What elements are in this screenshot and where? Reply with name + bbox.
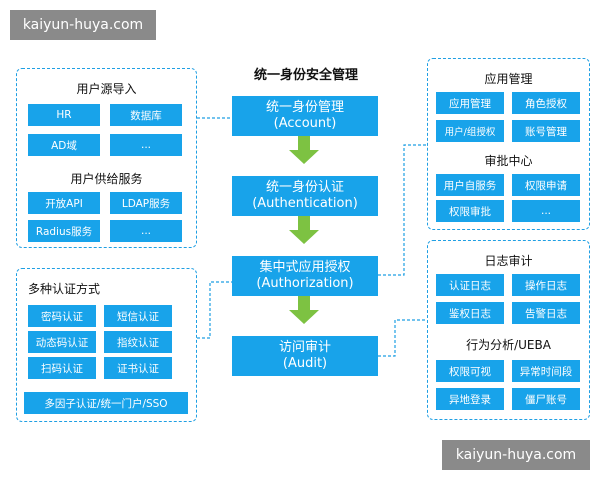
watermark-bottom: kaiyun-huya.com	[442, 440, 590, 470]
step-account-zh: 统一身份管理	[265, 100, 344, 115]
log-audit-item-4: 告警日志	[512, 302, 580, 324]
app-management-item-4: 账号管理	[512, 120, 580, 142]
user-source-item-4: ...	[110, 134, 182, 156]
step-authorization-zh: 集中式应用授权	[259, 260, 351, 275]
log-audit-item-1: 认证日志	[436, 274, 504, 296]
user-source-item-2: 数据库	[110, 104, 182, 126]
app-management-item-2: 角色授权	[512, 92, 580, 114]
approval-center-item-3: 权限审批	[436, 200, 504, 222]
arrow-down-3	[289, 296, 319, 324]
user-source-item-3: AD域	[28, 134, 100, 156]
step-authentication-zh: 统一身份认证	[265, 180, 344, 195]
ueba-item-1: 权限可视	[436, 360, 504, 382]
log-audit-title: 日志审计	[484, 254, 533, 268]
approval-center-item-1: 用户自服务	[436, 174, 504, 196]
app-management-item-3: 用户/组授权	[436, 120, 504, 142]
log-audit-item-3: 鉴权日志	[436, 302, 504, 324]
step-audit-en: (Audit)	[282, 356, 328, 371]
step-account: 统一身份管理 (Account)	[232, 96, 378, 136]
arrow-down-1	[289, 136, 319, 164]
user-supply-item-1: 开放API	[28, 192, 100, 214]
step-authentication: 统一身份认证 (Authentication)	[232, 176, 378, 216]
approval-center-item-2: 权限申请	[512, 174, 580, 196]
watermark-top: kaiyun-huya.com	[10, 10, 156, 40]
step-audit: 访问审计 (Audit)	[232, 336, 378, 376]
app-management-title: 应用管理	[484, 72, 533, 86]
step-authentication-en: (Authentication)	[252, 196, 358, 211]
auth-method-3: 动态码认证	[28, 331, 96, 353]
step-audit-zh: 访问审计	[278, 340, 331, 355]
panel-user-source	[16, 68, 197, 248]
connector-authorization-right	[378, 144, 427, 276]
user-supply-title: 用户供给服务	[70, 172, 143, 186]
auth-method-2: 短信认证	[104, 305, 172, 327]
ueba-title: 行为分析/UEBA	[466, 338, 551, 352]
step-authorization: 集中式应用授权 (Authorization)	[232, 256, 378, 296]
main-title: 统一身份安全管理	[253, 68, 358, 83]
step-account-en: (Account)	[273, 116, 337, 131]
arrow-down-2	[289, 216, 319, 244]
auth-method-wide: 多因子认证/统一门户/SSO	[24, 392, 188, 414]
user-supply-item-3: Radius服务	[28, 220, 100, 242]
user-source-title: 用户源导入	[76, 82, 137, 96]
auth-method-4: 指纹认证	[104, 331, 172, 353]
connector-authentication-left	[197, 281, 232, 339]
user-supply-item-2: LDAP服务	[110, 192, 182, 214]
approval-center-item-4: ...	[512, 200, 580, 222]
user-supply-item-4: ...	[110, 220, 182, 242]
ueba-item-3: 异地登录	[436, 388, 504, 410]
ueba-item-4: 僵尸账号	[512, 388, 580, 410]
approval-center-title: 审批中心	[484, 154, 533, 168]
auth-method-6: 证书认证	[104, 357, 172, 379]
log-audit-item-2: 操作日志	[512, 274, 580, 296]
connector-audit-right	[378, 319, 427, 357]
auth-methods-title: 多种认证方式	[28, 282, 101, 296]
auth-method-1: 密码认证	[28, 305, 96, 327]
step-authorization-en: (Authorization)	[256, 276, 354, 291]
ueba-item-2: 异常时间段	[512, 360, 580, 382]
user-source-item-1: HR	[28, 104, 100, 126]
app-management-item-1: 应用管理	[436, 92, 504, 114]
auth-method-5: 扫码认证	[28, 357, 96, 379]
